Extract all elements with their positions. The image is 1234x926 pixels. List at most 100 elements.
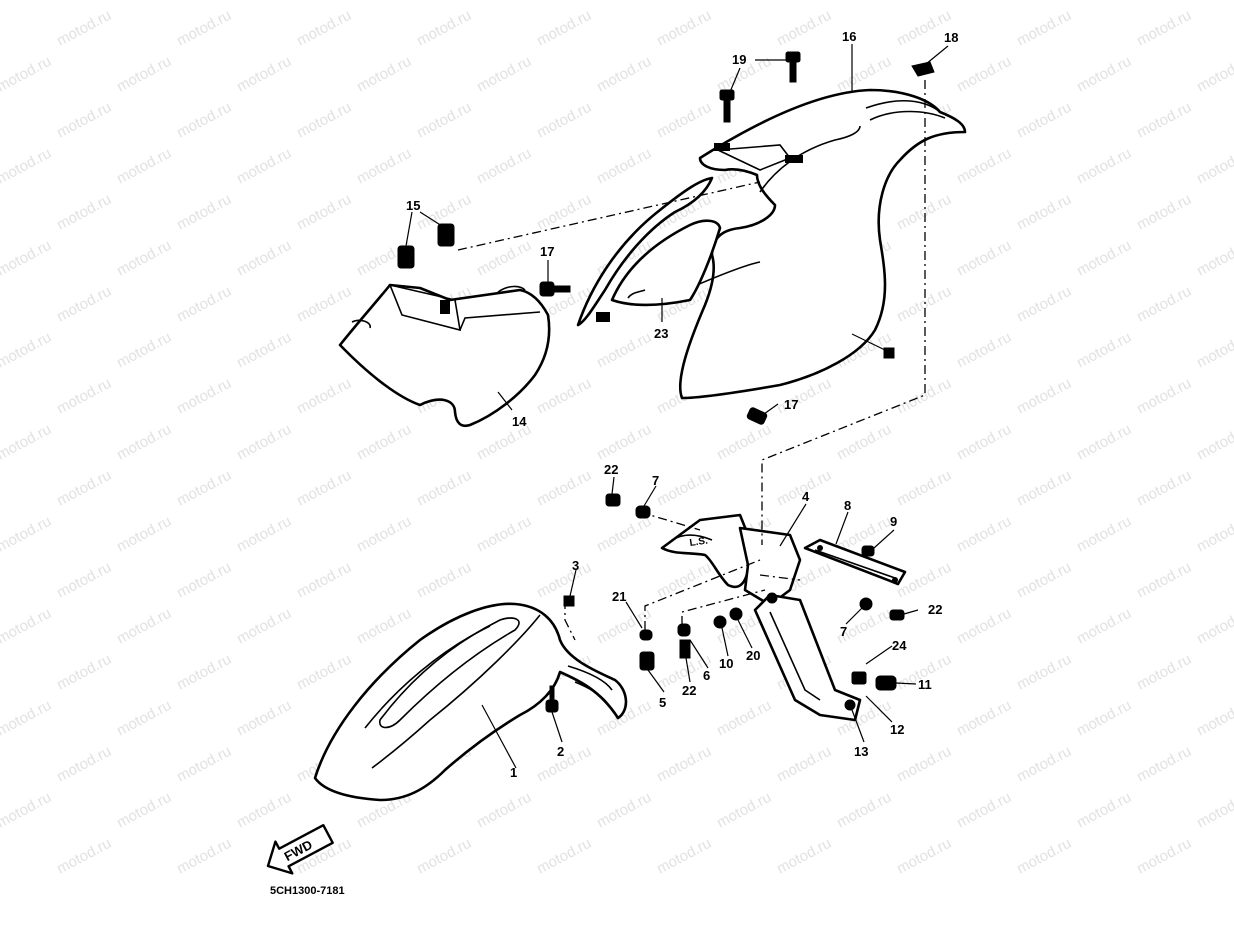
watermark-text: motod.ru — [114, 53, 174, 96]
watermark-text: motod.ru — [0, 237, 54, 280]
watermark-text: motod.ru — [1014, 283, 1074, 326]
watermark-text: motod.ru — [534, 467, 594, 510]
watermark-text: motod.ru — [54, 651, 114, 694]
watermark-text: motod.ru — [294, 467, 354, 510]
watermark-text: motod.ru — [174, 743, 234, 786]
watermark-text: motod.ru — [174, 375, 234, 418]
watermark-text: motod.ru — [54, 559, 114, 602]
watermark-text: motod.ru — [174, 283, 234, 326]
watermark-text: motod.ru — [954, 53, 1014, 96]
watermark-text: motod.ru — [774, 743, 834, 786]
callout-9: 9 — [890, 514, 897, 529]
watermark-text: motod.ru — [594, 53, 654, 96]
watermark-text: motod.ru — [654, 559, 714, 602]
watermark-text: motod.ru — [0, 421, 54, 464]
watermark-text: motod.ru — [654, 467, 714, 510]
watermark-text: motod.ru — [414, 559, 474, 602]
watermark-text: motod.ru — [174, 467, 234, 510]
watermark-text: motod.ru — [234, 53, 294, 96]
callout-3: 3 — [572, 558, 579, 573]
watermark-text: motod.ru — [1134, 375, 1194, 418]
watermark-text: motod.ru — [534, 7, 594, 50]
part-16-seat-cowl — [678, 88, 967, 400]
watermark-text: motod.ru — [174, 7, 234, 50]
callout-7b: 7 — [840, 624, 847, 639]
watermark-text: motod.ru — [534, 559, 594, 602]
watermark-text: motod.ru — [234, 605, 294, 648]
watermark-text: motod.ru — [1014, 191, 1074, 234]
watermark-text: motod.ru — [1194, 145, 1234, 188]
watermark-text: motod.ru — [474, 53, 534, 96]
watermark-text: motod.ru — [1074, 0, 1134, 4]
watermark-text: motod.ru — [954, 145, 1014, 188]
watermark-text: motod.ru — [114, 329, 174, 372]
watermark-text: motod.ru — [0, 697, 54, 740]
watermark-text: motod.ru — [414, 99, 474, 142]
watermark-text: motod.ru — [474, 237, 534, 280]
watermark-text: motod.ru — [654, 743, 714, 786]
watermark-text: motod.ru — [1014, 467, 1074, 510]
watermark-text: motod.ru — [1194, 0, 1234, 4]
part-4-fender-bracket: L.S. — [660, 513, 802, 607]
watermark-text: motod.ru — [594, 421, 654, 464]
watermark-text: motod.ru — [174, 191, 234, 234]
watermark-text: motod.ru — [354, 513, 414, 556]
watermark-text: motod.ru — [1014, 99, 1074, 142]
watermark-text: motod.ru — [114, 789, 174, 832]
watermark-text: motod.ru — [234, 0, 294, 4]
watermark-text: motod.ru — [0, 513, 54, 556]
watermark-text: motod.ru — [1134, 651, 1194, 694]
watermark-text: motod.ru — [234, 145, 294, 188]
watermark-text: motod.ru — [1194, 329, 1234, 372]
watermark-text: motod.ru — [894, 191, 954, 234]
watermark-text: motod.ru — [294, 283, 354, 326]
watermark-text: motod.ru — [1014, 375, 1074, 418]
callout-8: 8 — [844, 498, 851, 513]
watermark-text: motod.ru — [54, 835, 114, 878]
watermark-text: motod.ru — [954, 237, 1014, 280]
watermark-text: motod.ru — [54, 375, 114, 418]
watermark-text: motod.ru — [414, 467, 474, 510]
svg-text:L.S.: L.S. — [689, 535, 709, 548]
watermark-text: motod.ru — [594, 145, 654, 188]
watermark-text: motod.ru — [774, 835, 834, 878]
watermark-text: motod.ru — [354, 53, 414, 96]
watermark-text: motod.ru — [1134, 191, 1194, 234]
watermark-text: motod.ru — [1074, 697, 1134, 740]
watermark-text: motod.ru — [0, 329, 54, 372]
watermark-text: motod.ru — [174, 835, 234, 878]
callout-11: 11 — [918, 677, 932, 692]
watermark-text: motod.ru — [894, 835, 954, 878]
watermark-text: motod.ru — [954, 329, 1014, 372]
watermark-text: motod.ru — [234, 513, 294, 556]
part-8-reflector — [803, 538, 907, 586]
watermark-text: motod.ru — [414, 7, 474, 50]
callout-17b: 17 — [784, 397, 798, 412]
watermark-text: motod.ru — [1074, 237, 1134, 280]
part-23-side-cover — [576, 176, 722, 327]
watermark-text: motod.ru — [474, 145, 534, 188]
watermark-text: motod.ru — [594, 0, 654, 4]
callout-19: 19 — [732, 52, 746, 67]
watermark-text: motod.ru — [294, 99, 354, 142]
watermark-text: motod.ru — [294, 7, 354, 50]
watermark-text: motod.ru — [0, 789, 54, 832]
callout-14: 14 — [512, 414, 527, 429]
watermark-text: motod.ru — [1134, 99, 1194, 142]
watermark-text: motod.ru — [534, 99, 594, 142]
watermark-text: motod.ru — [1194, 513, 1234, 556]
watermark-text: motod.ru — [1194, 237, 1234, 280]
watermark-text: motod.ru — [1134, 467, 1194, 510]
watermark-text: motod.ru — [114, 237, 174, 280]
part-14-tail-cover — [338, 283, 551, 428]
watermark-text: motod.ru — [1014, 7, 1074, 50]
watermark-text: motod.ru — [234, 789, 294, 832]
watermark-text: motod.ru — [54, 99, 114, 142]
watermark-text: motod.ru — [1134, 283, 1194, 326]
watermark-text: motod.ru — [234, 421, 294, 464]
watermark-text: motod.ru — [1074, 53, 1134, 96]
watermark-text: motod.ru — [894, 467, 954, 510]
callout-22a: 22 — [604, 462, 618, 477]
watermark-text: motod.ru — [54, 743, 114, 786]
